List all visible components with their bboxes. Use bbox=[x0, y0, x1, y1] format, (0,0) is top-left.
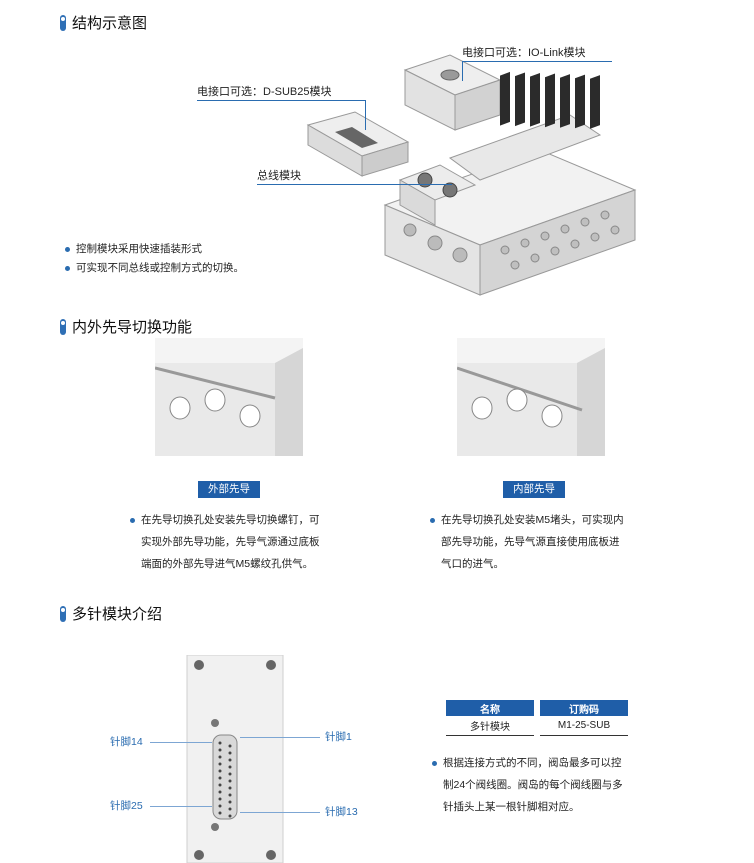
callout-dsub-line bbox=[197, 100, 365, 101]
section-title-structure: 结构示意图 bbox=[60, 12, 147, 33]
external-pilot-label: 外部先导 bbox=[198, 481, 260, 498]
section-title-text: 多针模块介绍 bbox=[72, 606, 163, 623]
table-cell-name: 多针模块 bbox=[446, 716, 534, 736]
dsub-module-image bbox=[306, 111, 410, 177]
section-title-text: 结构示意图 bbox=[72, 15, 148, 32]
valve-base-image bbox=[383, 71, 637, 296]
section-marker-icon bbox=[60, 318, 66, 335]
callout-iolink-leader bbox=[462, 61, 463, 81]
valve-island-illustration bbox=[306, 54, 637, 296]
callout-iolink-line bbox=[462, 61, 612, 62]
section-title-pilot: 内外先导切换功能 bbox=[60, 316, 192, 337]
callout-dsub: 电接口可选：D-SUB25模块 bbox=[197, 86, 332, 98]
external-pilot-image bbox=[155, 338, 303, 456]
pin-label-13: 针脚13 bbox=[325, 806, 358, 818]
table-header-row: 名称 订购码 bbox=[446, 700, 628, 716]
bullet-dot-icon bbox=[430, 517, 435, 523]
section-title-multipin: 多针模块介绍 bbox=[60, 603, 162, 624]
pin-label-14: 针脚14 bbox=[110, 736, 143, 748]
text-line: 部先导功能，先导气源直接使用底板进 bbox=[441, 536, 620, 548]
table-header-code: 订购码 bbox=[540, 700, 628, 716]
internal-pilot-label: 内部先导 bbox=[503, 481, 565, 498]
text-line: 在先导切换孔处安装M5堵头，可实现内 bbox=[441, 514, 624, 526]
pin-line-13 bbox=[240, 812, 320, 813]
bullet-dot-icon bbox=[130, 517, 135, 523]
text-line: 端面的外部先导进气M5螺纹孔供气。 bbox=[141, 558, 314, 570]
section-marker-icon bbox=[60, 605, 66, 622]
external-pilot-text: 在先导切换孔处安装先导切换螺钉，可 实现外部先导功能，先导气源通过底板 端面的外… bbox=[130, 509, 360, 575]
pin-line-14 bbox=[150, 742, 212, 743]
list-item: 控制模块采用快速插装形式 bbox=[60, 240, 244, 259]
list-item: 可实现不同总线或控制方式的切换。 bbox=[60, 259, 244, 278]
iolink-module-image bbox=[403, 54, 502, 131]
internal-pilot-image bbox=[457, 338, 605, 456]
table-header-name: 名称 bbox=[446, 700, 534, 716]
pin-line-25 bbox=[150, 806, 212, 807]
callout-dsub-leader bbox=[365, 100, 366, 130]
spec-table: 名称 订购码 多针模块 M1-25-SUB bbox=[440, 700, 634, 736]
text-line: 实现外部先导功能，先导气源通过底板 bbox=[141, 536, 320, 548]
callout-iolink: 电接口可选：IO-Link模块 bbox=[462, 47, 586, 59]
section-marker-icon bbox=[60, 14, 66, 31]
text-line: 制24个阀线圈。阀岛的每个阀线圈与多 bbox=[443, 779, 623, 791]
dsub-connector-image bbox=[186, 655, 284, 863]
table-cell-code: M1-25-SUB bbox=[540, 716, 628, 736]
text-line: 气口的进气。 bbox=[441, 558, 504, 570]
pin-label-25: 针脚25 bbox=[110, 800, 143, 812]
multipin-text: 根据连接方式的不同，阀岛最多可以控 制24个阀线圈。阀岛的每个阀线圈与多 针插头… bbox=[432, 752, 682, 818]
internal-pilot-text: 在先导切换孔处安装M5堵头，可实现内 部先导功能，先导气源直接使用底板进 气口的… bbox=[430, 509, 660, 575]
section-title-text: 内外先导切换功能 bbox=[72, 319, 193, 336]
bullet-dot-icon bbox=[432, 760, 437, 766]
pin-label-1: 针脚1 bbox=[325, 731, 352, 743]
callout-bus: 总线模块 bbox=[257, 170, 301, 182]
table-row: 多针模块 M1-25-SUB bbox=[446, 716, 628, 736]
text-line: 针插头上某一根针脚相对应。 bbox=[443, 801, 580, 813]
pin-line-1 bbox=[240, 737, 320, 738]
callout-bus-line bbox=[257, 184, 452, 185]
structure-bullets: 控制模块采用快速插装形式 可实现不同总线或控制方式的切换。 bbox=[60, 240, 244, 278]
text-line: 在先导切换孔处安装先导切换螺钉，可 bbox=[141, 514, 320, 526]
text-line: 根据连接方式的不同，阀岛最多可以控 bbox=[443, 757, 622, 769]
